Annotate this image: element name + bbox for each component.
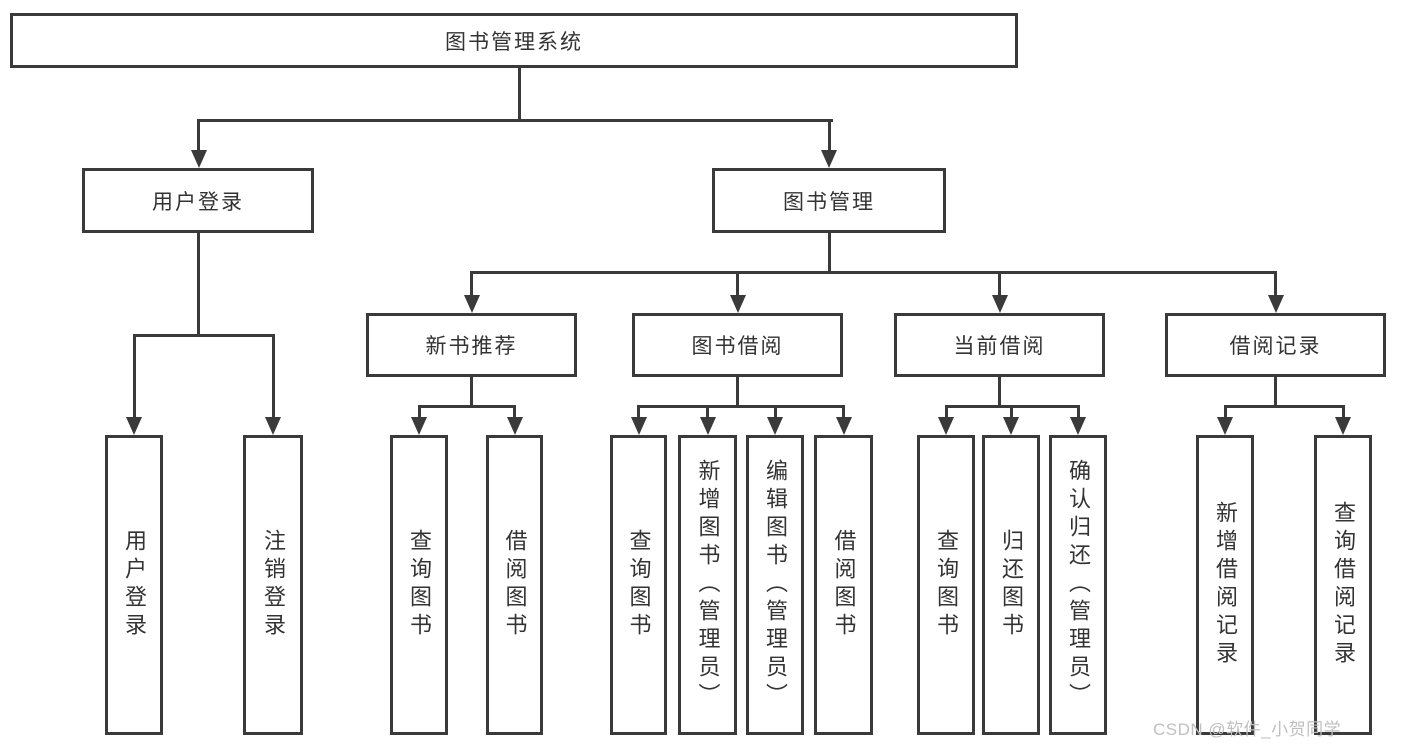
connector-line — [773, 405, 777, 419]
connector-line — [1223, 405, 1345, 408]
arrowhead-down-icon — [506, 417, 523, 435]
connector-line — [196, 233, 200, 336]
connector-line — [827, 233, 831, 274]
leaf-return-books: 归还图书 — [982, 435, 1040, 735]
connector-line — [470, 271, 473, 297]
leaf-query-borrow-record: 查询借阅记录 — [1314, 435, 1372, 735]
connector-line — [842, 405, 845, 419]
leaf-add-books-admin-label: 新增图书（管理员） — [695, 459, 721, 711]
leaf-add-borrow-record: 新增借阅记录 — [1196, 435, 1254, 735]
leaf-confirm-return-admin: 确认归还（管理员） — [1049, 435, 1107, 735]
connector-line — [132, 334, 136, 418]
leaf-logout-label: 注销登录 — [261, 529, 286, 641]
connector-line — [271, 334, 275, 418]
connector-line — [736, 271, 739, 297]
leaf-confirm-return-admin-label: 确认归还（管理员） — [1066, 459, 1091, 711]
leaf-query-books-borrow-label: 查询图书 — [626, 529, 652, 641]
connector-line — [417, 405, 421, 419]
leaf-logout: 注销登录 — [243, 435, 303, 735]
arrowhead-down-icon — [991, 295, 1008, 313]
leaf-return-books-label: 归还图书 — [999, 529, 1024, 641]
leaf-add-books-admin: 新增图书（管理员） — [678, 435, 737, 735]
arrowhead-down-icon — [126, 417, 142, 435]
node-borrow-records-label: 借阅记录 — [1229, 335, 1322, 358]
arrowhead-down-icon — [729, 295, 746, 313]
connector-line — [1223, 405, 1227, 419]
arrowhead-down-icon — [699, 417, 716, 435]
node-book-management: 图书管理 — [712, 168, 946, 233]
connector-line — [1274, 271, 1277, 297]
node-new-book-recommend-label: 新书推荐 — [425, 335, 518, 358]
node-current-borrow-label: 当前借阅 — [953, 335, 1046, 358]
arrowhead-down-icon — [1267, 295, 1284, 313]
node-current-borrow: 当前借阅 — [894, 313, 1105, 377]
node-user-login-label: 用户登录 — [152, 190, 244, 214]
connector-line — [1274, 377, 1277, 408]
connector-line — [637, 405, 845, 408]
node-book-management-label: 图书管理 — [783, 190, 875, 214]
connector-line — [827, 119, 831, 152]
leaf-query-books-borrow: 查询图书 — [610, 435, 667, 735]
connector-line — [998, 377, 1001, 408]
connector-line — [197, 119, 833, 122]
arrowhead-down-icon — [1003, 417, 1019, 435]
leaf-user-login: 用户登录 — [105, 435, 163, 735]
csdn-watermark: CSDN @软件_小贺同学 — [1153, 720, 1342, 739]
leaf-query-books-recommend: 查询图书 — [390, 435, 448, 735]
node-user-login: 用户登录 — [82, 168, 314, 233]
node-book-borrow-label: 图书借阅 — [691, 335, 784, 358]
connector-line — [470, 271, 1276, 274]
leaf-borrow-books-label: 借阅图书 — [831, 529, 857, 641]
leaf-user-login-label: 用户登录 — [122, 529, 147, 641]
node-root-label: 图书管理系统 — [445, 30, 583, 54]
connector-line — [1076, 405, 1080, 419]
arrowhead-down-icon — [835, 417, 852, 435]
arrowhead-down-icon — [1217, 417, 1233, 435]
leaf-query-books-current-label: 查询图书 — [934, 529, 959, 641]
leaf-edit-books-admin: 编辑图书（管理员） — [746, 435, 804, 735]
arrowhead-down-icon — [630, 417, 647, 435]
connector-line — [736, 377, 739, 408]
leaf-borrow-books: 借阅图书 — [814, 435, 873, 735]
leaf-query-books-recommend-label: 查询图书 — [407, 529, 432, 641]
node-book-borrow: 图书借阅 — [632, 313, 843, 377]
leaf-query-books-current: 查询图书 — [917, 435, 975, 735]
arrowhead-down-icon — [463, 295, 480, 313]
connector-line — [998, 271, 1001, 297]
arrowhead-down-icon — [411, 417, 427, 435]
connector-line — [513, 405, 516, 419]
leaf-query-borrow-record-label: 查询借阅记录 — [1331, 501, 1356, 669]
node-new-book-recommend: 新书推荐 — [366, 313, 577, 377]
leaf-borrow-books-recommend-label: 借阅图书 — [502, 529, 528, 641]
leaf-edit-books-admin-label: 编辑图书（管理员） — [763, 459, 788, 711]
connector-line — [944, 405, 948, 419]
connector-line — [132, 334, 275, 337]
leaf-add-borrow-record-label: 新增借阅记录 — [1213, 501, 1238, 669]
arrowhead-down-icon — [265, 417, 281, 435]
leaf-borrow-books-recommend: 借阅图书 — [486, 435, 543, 735]
node-borrow-records: 借阅记录 — [1165, 313, 1386, 377]
connector-line — [470, 377, 473, 408]
arrowhead-down-icon — [1070, 417, 1086, 435]
connector-line — [197, 119, 200, 152]
connector-line — [1009, 405, 1013, 419]
connector-line — [706, 405, 709, 419]
arrowhead-down-icon — [821, 150, 837, 168]
arrowhead-down-icon — [767, 417, 783, 435]
connector-line — [1341, 405, 1345, 419]
connector-line — [637, 405, 640, 419]
connector-line — [417, 405, 516, 408]
node-root: 图书管理系统 — [10, 13, 1018, 68]
arrowhead-down-icon — [938, 417, 954, 435]
arrowhead-down-icon — [190, 150, 207, 168]
connector-line — [518, 67, 521, 121]
arrowhead-down-icon — [1335, 417, 1351, 435]
